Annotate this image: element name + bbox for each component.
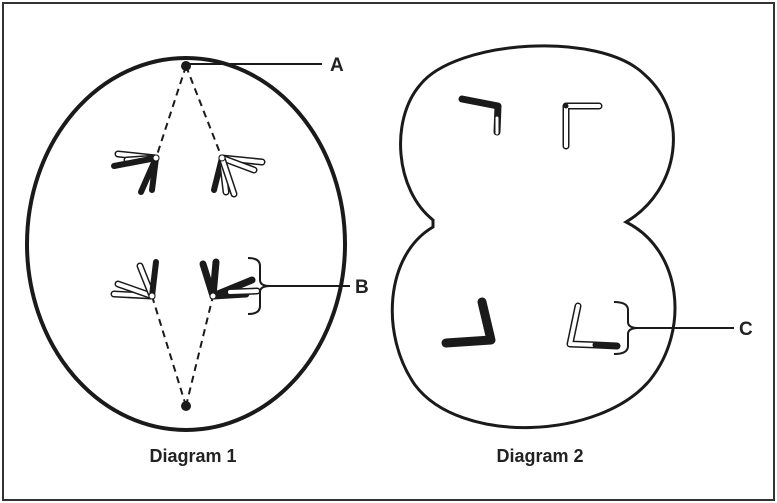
- diagram-2: C Diagram 2: [390, 44, 753, 466]
- spindle-fiber: [185, 295, 214, 407]
- chromosome-lower-right-c: [566, 302, 621, 350]
- chromatid-black: [111, 155, 159, 169]
- chromosome-pair-upper-right: [211, 154, 266, 198]
- chromosome-lower-left: [441, 297, 496, 348]
- diagram-1: A B Diagram 1: [25, 55, 369, 466]
- cell-membrane-diagram-1: [25, 56, 347, 432]
- centromere: [148, 292, 156, 300]
- label-c: C: [739, 319, 753, 340]
- label-b: B: [355, 277, 369, 298]
- spindle-fiber: [155, 65, 187, 159]
- centromere: [152, 154, 160, 162]
- chromatid-white: [116, 282, 154, 298]
- centromere: [563, 103, 569, 109]
- chromatid-white: [228, 289, 259, 294]
- chromosome-upper-left: [458, 95, 502, 136]
- chromatid-white: [220, 156, 256, 172]
- chromosome-pair-lower-right: [199, 258, 261, 300]
- chromatid-black: [149, 259, 159, 299]
- caption-diagram-1: Diagram 1: [149, 446, 236, 466]
- label-a: A: [330, 55, 344, 76]
- dividing-cell-outline: [390, 44, 677, 429]
- chromatid-white: [568, 304, 598, 347]
- chromatid-black: [209, 258, 220, 300]
- spindle-fibers: [151, 65, 223, 407]
- spindle-fiber: [185, 65, 223, 159]
- centriole-bottom: [181, 401, 191, 411]
- chromatid-black: [441, 297, 496, 348]
- chromosome-pair-upper-left: [111, 150, 160, 195]
- chromatid-black: [592, 341, 621, 350]
- chromatid-black: [149, 155, 159, 193]
- chromatid-white: [220, 156, 236, 196]
- chromosome-upper-right: [562, 102, 603, 150]
- caption-diagram-2: Diagram 2: [496, 446, 583, 466]
- centriole-top: [181, 61, 191, 71]
- chromosome-pair-lower-left: [110, 259, 159, 300]
- centromere: [209, 292, 217, 300]
- centromere: [218, 154, 226, 162]
